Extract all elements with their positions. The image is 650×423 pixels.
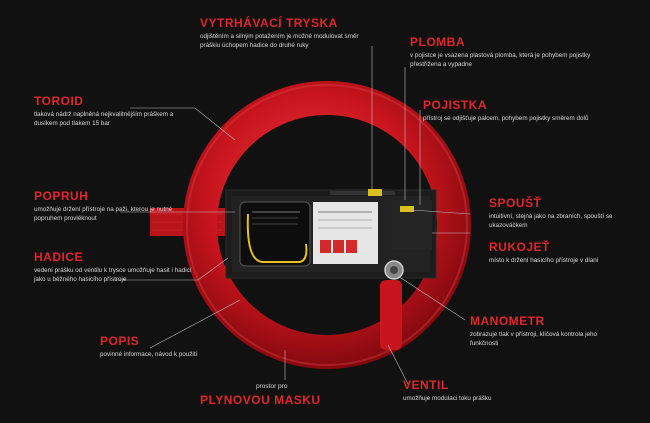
label-title: SPOUŠŤ — [489, 196, 542, 210]
label-popis: POPIS povinné informace, návod k použití — [100, 334, 200, 360]
label-hadice: HADICE vedení prášku od ventilu k trysce… — [34, 250, 194, 284]
label-ventil: VENTIL umožňuje modulaci toku prášku — [403, 378, 553, 404]
label-title: RUKOJEŤ — [489, 240, 550, 254]
label-title: VYTRHÁVACÍ TRYSKA — [200, 16, 338, 30]
label-rukojet: RUKOJEŤ místo k držení hasicího přístroj… — [489, 240, 639, 266]
label-text: zobrazuje tlak v přístroji, klíčová kont… — [470, 331, 598, 347]
label-manometr: MANOMETR zobrazuje tlak v přístroji, klí… — [470, 314, 620, 348]
label-title: POPIS — [100, 334, 140, 348]
label-text: místo k držení hasicího přístroje v dlan… — [489, 257, 599, 264]
label-title: POPRUH — [34, 189, 89, 203]
toroid-ring — [183, 81, 471, 369]
label-text: umožňuje modulaci toku prášku — [403, 395, 492, 402]
label-plomba: PLOMBA v pojistce je vsazena plastová pl… — [410, 35, 615, 69]
label-prostor-title: PLYNOVOU MASKU — [200, 393, 321, 410]
label-text: odjištěním a silným potažením je možné m… — [200, 33, 359, 49]
label-text: intuitivní, stejná jako na zbraních, spo… — [489, 213, 613, 229]
label-text: tlaková nádrž naplněná nejkvalitnějším p… — [34, 111, 174, 127]
label-text: v pojistce je vsazena plastová plomba, k… — [410, 52, 591, 68]
label-text: povinné informace, návod k použití — [100, 351, 198, 358]
label-title: POJISTKA — [423, 98, 488, 112]
label-spoust: SPOUŠŤ intuitivní, stejná jako na zbraní… — [489, 196, 619, 230]
label-text: umožňuje držení přístroje na paži, ktero… — [34, 206, 173, 222]
label-title: TOROID — [34, 94, 84, 108]
label-toroid: TOROID tlaková nádrž naplněná nejkvalitn… — [34, 94, 194, 128]
label-title: PLOMBA — [410, 35, 465, 49]
hose — [380, 280, 402, 350]
label-prostor-text: prostor pro — [256, 383, 288, 390]
label-vytrhavaci-tryska: VYTRHÁVACÍ TRYSKA odjištěním a silným po… — [200, 16, 380, 50]
label-text: přístroj se odjišťuje palcem, pohybem po… — [423, 115, 589, 122]
label-title: MANOMETR — [470, 314, 545, 328]
label-title: HADICE — [34, 250, 84, 264]
label-title: VENTIL — [403, 378, 449, 392]
label-popruh: POPRUH umožňuje držení přístroje na paži… — [34, 189, 194, 223]
label-title: PLYNOVOU MASKU — [200, 393, 321, 407]
label-text: vedení prášku od ventilu k trysce umožňu… — [34, 267, 192, 283]
label-pojistka: POJISTKA přístroj se odjišťuje palcem, p… — [423, 98, 603, 124]
